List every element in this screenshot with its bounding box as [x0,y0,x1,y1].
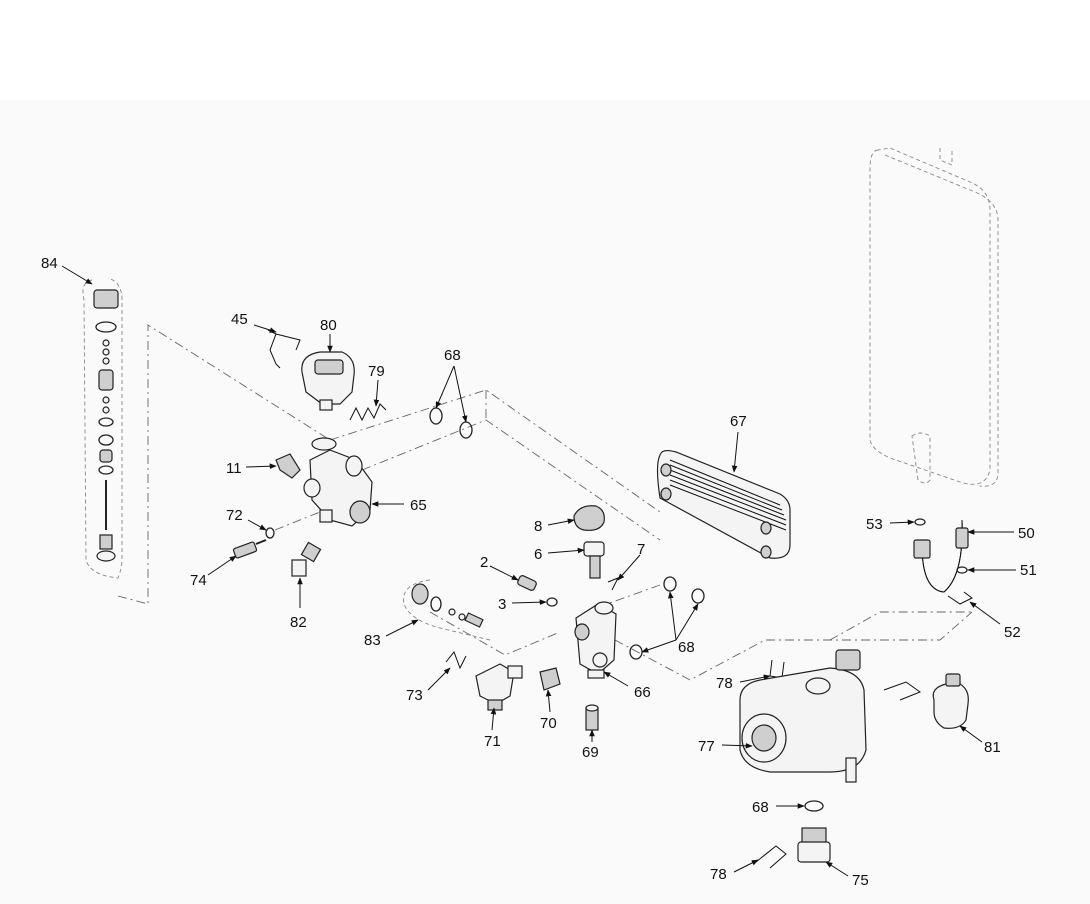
label-73: 73 [406,687,423,704]
label-51: 51 [1020,562,1037,579]
part-51-washer [956,566,968,574]
label-3: 3 [498,596,506,613]
part-74-sensor [232,539,267,559]
label-77: 77 [698,738,715,755]
label-52: 52 [1004,624,1021,641]
label-45: 45 [231,311,248,328]
part-67-plate-heat-exchanger [656,449,791,559]
label-81: 81 [984,739,1001,756]
label-53: 53 [866,516,883,533]
part-78-clip-upper [883,681,922,701]
label-83: 83 [364,632,381,649]
part-72-o-ring [265,527,275,539]
part-81-air-vent [932,673,969,729]
label-6: 6 [534,546,542,563]
part-45-clip-b [275,333,301,351]
label-75: 75 [852,872,869,889]
label-78-upper: 78 [716,675,733,692]
part-75-fitting [797,827,831,863]
label-68-middle: 68 [678,639,695,656]
part-2-fitting [517,575,537,591]
label-70: 70 [540,715,557,732]
background-panel [0,100,1090,904]
part-77-pump [739,649,867,783]
part-78-clip-lower [755,845,787,869]
label-74: 74 [190,572,207,589]
part-11-clip [275,453,301,479]
label-50: 50 [1018,525,1035,542]
part-68-o-ring [663,576,677,592]
part-labels: 84 45 80 79 68 11 65 72 74 82 67 8 6 7 2… [41,255,1037,889]
label-7: 7 [637,541,645,558]
label-8: 8 [534,518,542,535]
part-3-o-ring [546,597,558,607]
label-80: 80 [320,317,337,334]
part-79-spring-clip [349,403,387,422]
label-82: 82 [290,614,307,631]
label-65: 65 [410,497,427,514]
part-66-valve-body [574,601,617,679]
expansion-vessel-outline [869,147,999,487]
label-11: 11 [226,460,242,477]
part-8-knob [573,505,605,531]
label-84: 84 [41,255,58,272]
part-6-valve-insert [583,541,605,579]
part-84-valve-cartridge-kit [82,277,123,579]
part-65-valve-body [303,437,373,527]
part-53-washer [914,518,926,526]
label-68-lower: 68 [752,799,769,816]
leader-lines [61,265,1016,877]
part-70-clip [539,667,561,691]
label-66: 66 [634,684,651,701]
part-50-flexible-hose [913,519,969,593]
part-73-clip [445,651,467,670]
label-72: 72 [226,507,243,524]
part-52-clip [947,591,973,605]
part-68-o-ring [691,588,705,604]
label-68-top: 68 [444,347,461,364]
part-82-sensor-plug [291,541,322,577]
label-78-lower: 78 [710,866,727,883]
label-79: 79 [368,363,385,380]
label-69: 69 [582,744,599,761]
part-71-relief-valve [475,663,523,711]
part-68-o-ring [804,800,824,812]
part-69-filter [585,704,599,731]
label-67: 67 [730,413,747,430]
label-2: 2 [480,554,488,571]
part-80-actuator [301,351,355,411]
part-83-valve-kit [403,579,491,641]
label-71: 71 [484,733,501,750]
